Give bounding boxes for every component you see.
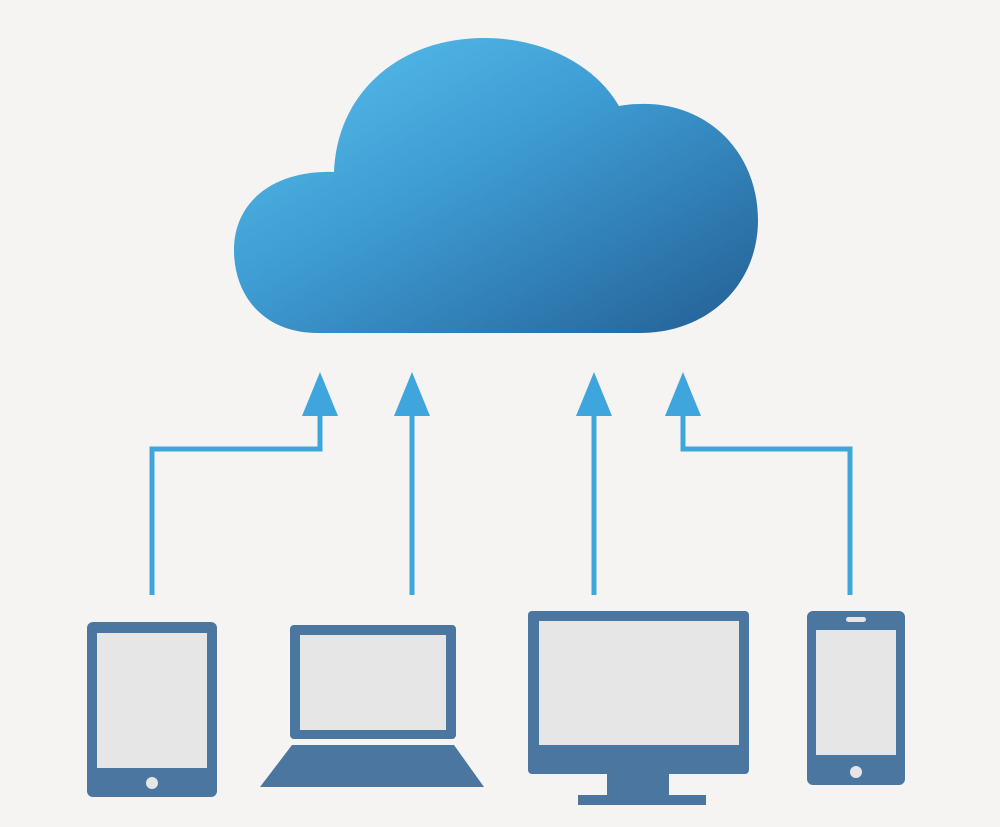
cloud-icon: [234, 38, 758, 333]
smartphone-icon: [807, 611, 905, 785]
connector-tablet: [149, 372, 338, 595]
desktop-monitor-icon: [528, 611, 749, 805]
arrow-up-icon: [665, 372, 701, 416]
arrow-up-icon: [394, 372, 430, 416]
connector-desktop-monitor: [576, 372, 612, 595]
arrow-up-icon: [302, 372, 338, 416]
arrow-up-icon: [576, 372, 612, 416]
laptop-icon: [260, 625, 484, 787]
connector-laptop: [394, 372, 430, 595]
tablet-icon: [87, 622, 217, 797]
connector-smartphone: [665, 372, 853, 595]
